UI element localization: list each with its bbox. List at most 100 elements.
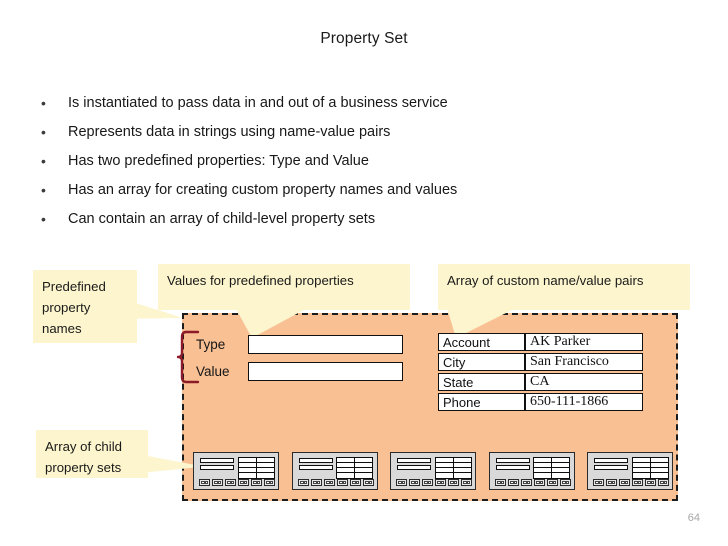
grandchild-property-set-icon [199,479,210,486]
child-pairs-grid-cell [237,472,257,479]
table-row: State CA [438,373,643,391]
child-pairs-grid-cell [631,472,651,479]
grandchild-property-set-icon [349,479,361,486]
grandchild-property-set-icon [593,479,604,486]
grandchild-property-set-icon [632,479,643,486]
grandchild-property-set-icon [238,479,249,486]
child-predefined-bars-icon [200,458,234,472]
child-predefined-bars-icon [594,458,628,472]
table-row: City San Francisco [438,353,643,371]
pair-name-cell[interactable]: City [438,353,525,371]
callout-values-for-predefined-properties: Values for predefined properties [158,264,410,310]
child-predefined-bar-icon [397,465,431,470]
child-predefined-bar-icon [594,465,628,470]
grandchild-property-set-icon [546,479,558,486]
grandchild-property-sets-row [297,479,374,486]
bullet-text: Is instantiated to pass data in and out … [68,95,448,111]
grandchild-property-set-icon [494,479,506,486]
child-property-set-icon[interactable] [587,452,673,490]
child-property-set-icon[interactable] [291,452,378,490]
callout-array-of-child-property-sets: Array of child property sets [36,430,148,478]
child-pairs-grid-icon [434,456,472,479]
bullet-text: Can contain an array of child-level prop… [68,211,376,227]
grandchild-property-set-icon [507,479,519,486]
grandchild-property-set-icon [448,479,459,486]
predefined-property-label: Value [196,364,230,379]
child-predefined-bar-icon [200,458,234,463]
grandchild-property-sets-row [396,479,472,486]
grandchild-property-set-icon [323,479,335,486]
page-title: Property Set [320,30,408,47]
grandchild-property-set-icon [422,479,433,486]
child-predefined-bar-icon [594,458,628,463]
child-predefined-bars-icon [397,458,431,472]
table-row: Phone 650-111-1866 [438,393,643,411]
child-pairs-grid-cell [255,472,275,479]
predefined-properties-group: Type Value [196,331,411,385]
predefined-property-row: Type [196,331,411,358]
grandchild-property-set-icon [520,479,532,486]
pair-value-cell[interactable]: AK Parker [525,333,643,351]
grandchild-property-set-icon [645,479,656,486]
grandchild-property-sets-row [593,479,669,486]
predefined-property-label: Type [196,337,226,352]
grandchild-property-set-icon [310,479,322,486]
grandchild-property-set-icon [362,479,374,486]
pair-name-cell[interactable]: Phone [438,393,525,411]
child-pairs-grid-cell [551,472,570,479]
table-row: Account AK Parker [438,333,643,351]
grandchild-property-sets-row [494,479,571,486]
child-pairs-grid-icon [631,456,669,479]
predefined-property-row: Value [196,358,411,385]
grandchild-property-set-icon [533,479,545,486]
bullet-marker-icon: • [41,182,46,198]
child-pairs-grid-cell [452,472,472,479]
bullet-marker-icon: • [41,153,46,169]
grandchild-property-set-icon [225,479,236,486]
bullet-marker-icon: • [41,95,46,111]
list-item: • Has an array for creating custom prope… [36,179,636,208]
child-predefined-bar-icon [495,465,530,470]
child-property-sets-row [193,452,673,490]
child-predefined-bar-icon [397,458,431,463]
child-property-set-icon[interactable] [488,452,575,490]
pair-value-cell[interactable]: CA [525,373,643,391]
pair-name-cell[interactable]: State [438,373,525,391]
grandchild-property-set-icon [251,479,262,486]
bullet-marker-icon: • [41,211,46,227]
custom-name-value-table: Account AK Parker City San Francisco Sta… [438,331,643,413]
type-value-field[interactable] [248,335,403,354]
bullet-marker-icon: • [41,124,46,140]
child-property-set-icon[interactable] [193,452,279,490]
list-item: • Represents data in strings using name-… [36,121,636,150]
child-pairs-grid-cell [336,472,355,479]
pair-name-cell[interactable]: Account [438,333,525,351]
child-predefined-bar-icon [495,458,530,463]
bullet-list: • Is instantiated to pass data in and ou… [36,92,636,237]
child-predefined-bar-icon [298,458,333,463]
child-predefined-bar-icon [298,465,333,470]
child-pairs-grid-cell [533,472,552,479]
grandchild-property-set-icon [264,479,275,486]
pair-value-cell[interactable]: San Francisco [525,353,643,371]
value-value-field[interactable] [248,362,403,381]
child-pairs-grid-icon [336,456,373,479]
child-predefined-bars-icon [495,458,530,472]
child-pairs-grid-cell [434,472,454,479]
bullet-text: Has two predefined properties: Type and … [68,153,369,169]
curly-brace-icon [176,330,200,384]
grandchild-property-set-icon [336,479,348,486]
grandchild-property-set-icon [297,479,309,486]
child-pairs-grid-cell [354,472,373,479]
grandchild-property-set-icon [619,479,630,486]
list-item: • Is instantiated to pass data in and ou… [36,92,636,121]
child-property-set-icon[interactable] [390,452,476,490]
pair-value-cell[interactable]: 650-111-1866 [525,393,643,411]
bullet-text: Represents data in strings using name-va… [68,124,391,140]
grandchild-property-set-icon [409,479,420,486]
list-item: • Has two predefined properties: Type an… [36,150,636,179]
callout-array-of-custom-name-value-pairs: Array of custom name/value pairs [438,264,690,310]
grandchild-property-set-icon [606,479,617,486]
grandchild-property-set-icon [559,479,571,486]
